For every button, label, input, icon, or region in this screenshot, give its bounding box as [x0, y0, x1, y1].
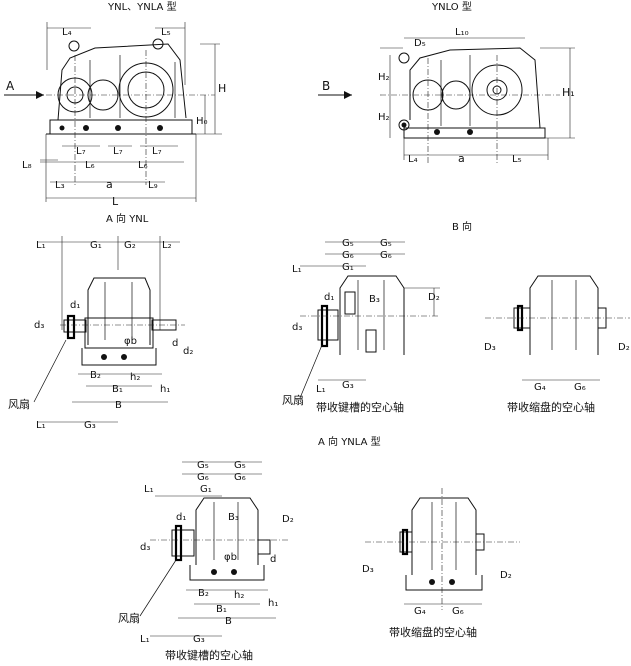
fan-label-b: 风扇 [282, 393, 304, 407]
dim-g6-c2: G₆ [234, 472, 246, 483]
dim-h2-c: h₂ [234, 590, 244, 601]
dim-l4-ynlo: L₄ [408, 154, 418, 165]
title-b-dir: B 向 [452, 220, 472, 233]
a-view-ynl: A 向 YNL L₁ G₁ G₂ L₂ d₃ d₁ d₂ d φb h₂ h₁ … [8, 212, 193, 431]
dim-h1-c: h₁ [268, 598, 278, 609]
ynl-side-view: YNL、YNLA 型 L₄ L₅ [4, 0, 226, 208]
dim-d3-c-right: D₃ [362, 564, 374, 575]
dim-g3-b: G₃ [342, 380, 354, 391]
dim-b-a: B [115, 400, 122, 411]
dim-l1-a2: L₁ [36, 420, 46, 431]
dim-h1-a: h₁ [160, 384, 170, 395]
dim-b1-c: B₁ [216, 604, 227, 615]
fan-label-a: 风扇 [8, 397, 30, 411]
dim-l1-b: L₁ [292, 264, 302, 275]
dim-g4-c: G₄ [414, 606, 426, 617]
dim-g1-b: G₁ [342, 262, 354, 273]
dim-d-a: d [172, 338, 178, 349]
arrow-a-label: A [6, 79, 15, 93]
dim-d1-a: d₁ [70, 300, 80, 311]
dim-l1-c: L₁ [144, 484, 154, 495]
dim-l1-c2: L₁ [140, 634, 150, 645]
dim-d-c: d [270, 554, 276, 565]
dim-d2-c: D₂ [282, 514, 294, 525]
dim-a-ynl: a [106, 178, 113, 191]
dim-b3-c: B₃ [228, 512, 239, 523]
dim-h: H [218, 82, 226, 95]
dim-h1: H₁ [562, 86, 575, 99]
dim-l2-a: L₂ [162, 240, 172, 251]
dim-b-c: B [225, 616, 232, 627]
dim-g3-c: G₃ [193, 634, 205, 645]
dim-b1-a: B₁ [112, 384, 123, 395]
dim-g5-c1: G₅ [197, 460, 209, 471]
dim-h2-a: h₂ [130, 372, 140, 383]
dim-l5-ynlo: L₅ [512, 154, 522, 165]
arrow-b-label: B [322, 79, 330, 93]
b-view: B 向 G₅ G₅ G₆ G₆ G₁ L₁ B₃ d₃ d₁ D₂ L₁ G₃ … [282, 220, 630, 414]
title-a-ynla: A 向 YNLA 型 [318, 435, 381, 448]
dim-g5-b1: G₅ [342, 238, 354, 249]
dim-l9: L₉ [148, 180, 158, 191]
a-view-ynla: A 向 YNLA 型 G₅ G₅ G₆ G₆ G₁ L₁ B₃ d₃ d₁ D₂… [118, 435, 520, 662]
note-shrink-c: 带收缩盘的空心轴 [389, 625, 477, 639]
dim-g1-c: G₁ [200, 484, 212, 495]
dim-b3-b: B₃ [369, 294, 380, 305]
dim-a-ynlo: a [458, 152, 465, 165]
dim-d3-b: d₃ [292, 322, 302, 333]
dim-h0: H₀ [196, 116, 208, 127]
dim-phib-c: φb [224, 552, 237, 563]
title-ynl-ynla: YNL、YNLA 型 [107, 0, 177, 13]
dim-phib-a: φb [124, 336, 137, 347]
dim-b2-c: B₂ [198, 588, 209, 599]
note-keyway-c: 带收键槽的空心轴 [165, 648, 253, 662]
dim-d2-c-right: D₂ [500, 570, 512, 581]
title-a-ynl: A 向 YNL [106, 212, 149, 225]
dim-g2-a: G₂ [124, 240, 136, 251]
dim-l7-a: L₇ [76, 146, 86, 157]
dim-d2-a: d₂ [183, 346, 193, 357]
dim-d5: D₅ [414, 38, 426, 49]
dim-g6-b: G₆ [574, 382, 586, 393]
dim-b2-a: B₂ [90, 370, 101, 381]
dim-h2-lower: H₂ [378, 112, 390, 123]
dim-h2-upper: H₂ [378, 72, 390, 83]
dim-l5-top: L₅ [161, 27, 171, 38]
dim-g1-a: G₁ [90, 240, 102, 251]
dim-g4-b: G₄ [534, 382, 546, 393]
ynlo-side-view: YNLO 型 L₁₀ D₅ B H₂ H₂ H₁ [318, 0, 575, 165]
dim-d1-c: d₁ [176, 512, 186, 523]
dim-g6-c: G₆ [452, 606, 464, 617]
dim-d3-b-right: D₃ [484, 342, 496, 353]
dim-g6-b1: G₆ [342, 250, 354, 261]
dim-g5-b2: G₅ [380, 238, 392, 249]
dim-l4-top: L₄ [62, 27, 72, 38]
title-ynlo: YNLO 型 [431, 0, 472, 13]
dim-l6-b: L₆ [138, 160, 148, 171]
dim-d2-b-right: D₂ [618, 342, 630, 353]
dim-l8: L₈ [22, 160, 32, 171]
dim-l10: L₁₀ [455, 27, 469, 38]
dim-d3-a: d₃ [34, 320, 44, 331]
dim-d3-c: d₃ [140, 542, 150, 553]
dim-g5-c2: G₅ [234, 460, 246, 471]
dim-l6-a: L₆ [85, 160, 95, 171]
dim-d1-b: d₁ [324, 292, 334, 303]
dim-l-total: L [112, 195, 119, 208]
dim-l7-c: L₇ [152, 146, 162, 157]
dim-l7-b: L₇ [113, 146, 123, 157]
dim-l3: L₃ [55, 180, 65, 191]
fan-label-c: 风扇 [118, 611, 140, 625]
dim-g6-b2: G₆ [380, 250, 392, 261]
dim-g6-c1: G₆ [197, 472, 209, 483]
dim-l1-a: L₁ [36, 240, 46, 251]
dim-g3-a: G₃ [84, 420, 96, 431]
note-keyway-b: 带收键槽的空心轴 [316, 400, 404, 414]
note-shrink-b: 带收缩盘的空心轴 [507, 400, 595, 414]
dim-l1-b2: L₁ [316, 384, 326, 395]
